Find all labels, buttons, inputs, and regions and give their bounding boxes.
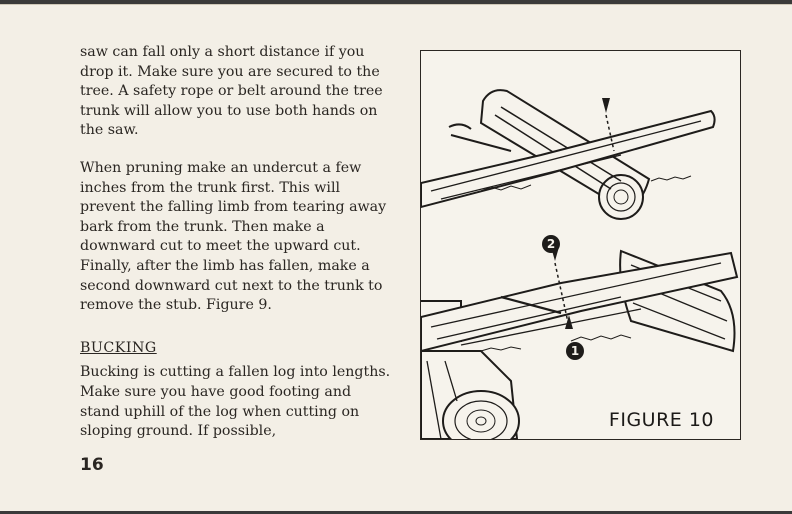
figure-caption: FIGURE 10 (608, 409, 714, 431)
section-heading-bucking: BUCKING (80, 339, 157, 356)
marker-1-label: 1 (570, 344, 580, 358)
lower-limb (421, 251, 739, 353)
grass-marks (480, 175, 692, 352)
page-number: 16 (80, 455, 104, 475)
upper-cut-marker (602, 98, 615, 152)
upper-front-branch (421, 109, 716, 209)
marker-1-badge: 1 (566, 342, 584, 360)
book-page: saw can fall only a short distance if yo… (0, 4, 792, 511)
paragraph-safety: saw can fall only a short distance if yo… (80, 44, 383, 139)
marker-2-label: 2 (546, 237, 556, 251)
lower-cut-line (554, 262, 570, 328)
paragraph-bucking: Bucking is cutting a fallen log into len… (80, 364, 391, 440)
text-column: saw can fall only a short distance if yo… (80, 43, 392, 442)
paragraph-pruning: When pruning make an undercut a few inch… (80, 159, 387, 314)
marker-2-badge: 2 (542, 235, 560, 253)
lower-cut-arrow-bottom (565, 315, 573, 329)
log-illustration (421, 89, 739, 439)
lower-front-log (421, 350, 520, 439)
figure-10-illustration: 2 1 FIGURE 10 (420, 50, 741, 440)
